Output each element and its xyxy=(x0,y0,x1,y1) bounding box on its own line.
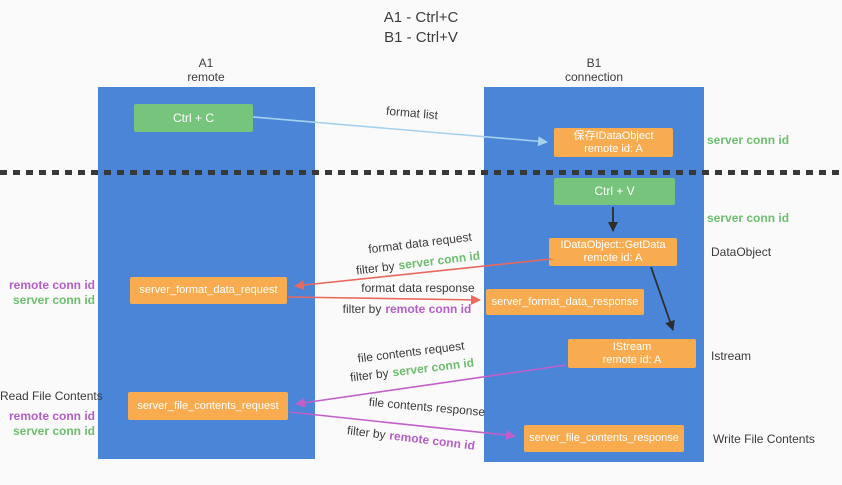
lane-b-name: B1 xyxy=(586,56,602,70)
box-idataobject-getdata-line1: IDataObject::GetData xyxy=(560,239,666,251)
box-idataobject-getdata: IDataObject::GetData remote id: A xyxy=(549,238,677,266)
label-server-conn-id-top-right: server conn id xyxy=(707,133,790,147)
box-ctrl-c: Ctrl + C xyxy=(134,104,253,132)
lane-a-subtitle: remote xyxy=(187,70,225,84)
title-line-a1: A1 - Ctrl+C xyxy=(383,9,459,26)
box-server-file-contents-request-label: server_file_contents_request xyxy=(137,399,279,412)
box-ctrl-c-label: Ctrl + C xyxy=(172,110,214,125)
filter-by-text: filter by xyxy=(342,302,382,316)
box-server-format-data-request-label: server_format_data_request xyxy=(139,284,278,296)
remote-conn-id-text: remote conn id xyxy=(385,302,472,316)
box-save-idataobject-line1: 保存IDataObject xyxy=(573,129,654,142)
box-server-format-data-request: server_format_data_request xyxy=(130,277,287,304)
box-server-format-data-response-label: server_format_data_response xyxy=(491,295,639,308)
label-server-conn-id-mid-right: server conn id xyxy=(707,211,790,225)
label-write-file-contents: Write File Contents xyxy=(713,432,815,446)
label-format-data-response: format data response xyxy=(361,281,475,295)
box-istream: IStream remote id: A xyxy=(568,339,696,368)
dotted-separator-line xyxy=(0,170,842,175)
box-istream-line2: remote id: A xyxy=(602,353,662,366)
box-save-idataobject: 保存IDataObject remote id: A xyxy=(554,128,673,157)
label-remote-conn-id-left-1: remote conn id xyxy=(8,278,95,292)
diagram-title: A1 - Ctrl+C B1 - Ctrl+V xyxy=(0,8,842,48)
label-read-file-contents: Read File Contents xyxy=(0,389,103,403)
remote-conn-id-text: remote conn id xyxy=(388,428,476,453)
lane-a-name: A1 xyxy=(198,56,214,70)
filter-by-text: filter by xyxy=(355,258,396,278)
server-conn-id-text: server conn id xyxy=(397,248,481,273)
box-ctrl-v: Ctrl + V xyxy=(554,178,675,205)
left-conn-id-block-2: Read File Contents remote conn id server… xyxy=(0,389,103,439)
label-server-conn-id-left-2: server conn id xyxy=(12,424,95,438)
box-idataobject-getdata-line2: remote id: A xyxy=(583,252,643,264)
lane-b-header: B1 connection xyxy=(544,56,644,84)
label-remote-conn-id-left-2: remote conn id xyxy=(8,409,95,423)
box-server-file-contents-request: server_file_contents_request xyxy=(128,392,288,420)
label-istream: Istream xyxy=(711,349,752,363)
label-server-conn-id-left-1: server conn id xyxy=(12,293,95,307)
label-file-contents-response: file contents response xyxy=(368,394,486,420)
box-istream-line1: IStream xyxy=(612,340,652,353)
box-server-file-contents-response: server_file_contents_response xyxy=(524,425,684,452)
lane-a-header: A1 remote xyxy=(156,56,256,84)
lane-b-subtitle: connection xyxy=(564,70,624,84)
left-conn-id-block-1: remote conn id server conn id xyxy=(0,278,95,308)
box-save-idataobject-line2: remote id: A xyxy=(584,142,643,155)
box-server-file-contents-response-label: server_file_contents_response xyxy=(529,432,679,444)
filter-by-text: filter by xyxy=(349,365,390,385)
filter-by-text: filter by xyxy=(346,423,387,442)
title-line-b1: B1 - Ctrl+V xyxy=(384,29,458,46)
box-server-format-data-response: server_format_data_response xyxy=(486,289,644,315)
arrow-format-data-response xyxy=(287,294,481,305)
label-format-list: format list xyxy=(385,103,439,123)
box-ctrl-v-label: Ctrl + V xyxy=(594,184,635,198)
label-dataobject: DataObject xyxy=(711,245,772,259)
